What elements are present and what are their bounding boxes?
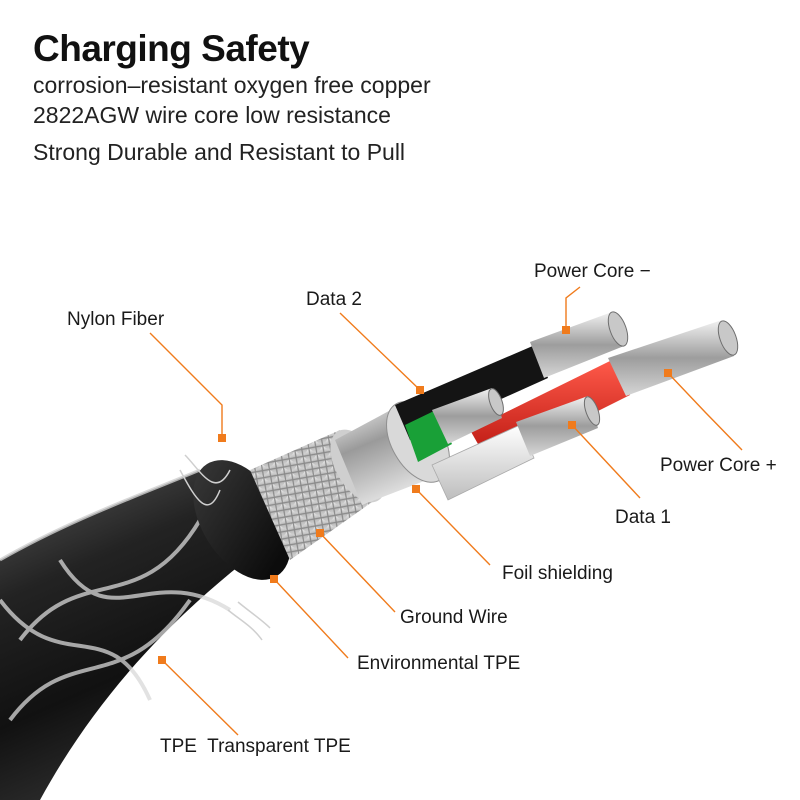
data-1-tip	[583, 396, 601, 426]
leader-tpe-transparent	[161, 659, 239, 736]
marker-power-core-plus	[664, 369, 672, 377]
marker-data-2	[416, 386, 424, 394]
marker-ground-wire	[316, 529, 324, 537]
leader-data-2	[339, 312, 421, 391]
marker-environmental-tpe	[270, 575, 278, 583]
label-data-2: Data 2	[306, 289, 362, 310]
subtitle-line-2: 2822AGW wire core low resistance	[33, 102, 391, 128]
data-2-conductor	[432, 388, 502, 444]
power-core-minus-tip	[607, 311, 629, 347]
power-core-minus-conductor	[530, 312, 624, 378]
label-foil-shielding: Foil shielding	[502, 563, 613, 584]
subtitle-line-1: corrosion–resistant oxygen free copper	[33, 72, 431, 98]
leader-ground-wire	[319, 532, 396, 613]
outer-jacket-edge	[0, 468, 201, 562]
label-ground-wire: Ground Wire	[400, 607, 508, 628]
label-power-core-plus: Power Core +	[660, 455, 777, 476]
page-title: Charging Safety	[33, 28, 310, 69]
leader-lines	[149, 286, 743, 736]
label-tpe-transparent: TPE Transparent TPE	[160, 736, 351, 757]
data-1-conductor	[516, 396, 598, 456]
label-power-core-minus: Power Core −	[534, 261, 651, 282]
marker-nylon-fiber	[218, 434, 226, 442]
data-2-tip	[488, 388, 504, 416]
power-core-plus-conductor	[608, 320, 734, 396]
leader-nylon-fiber	[149, 332, 223, 438]
leader-power-core-plus	[667, 372, 743, 451]
leader-environmental-tpe	[273, 578, 349, 659]
nylon-fiber-strands	[179, 454, 271, 641]
leader-data-1	[571, 424, 641, 499]
data-1-insulation	[431, 424, 535, 501]
transparent-tpe-pattern	[0, 518, 232, 722]
subtitle-line-3: Strong Durable and Resistant to Pull	[33, 139, 406, 165]
power-core-plus-tip	[717, 320, 739, 356]
label-environmental-tpe: Environmental TPE	[357, 653, 520, 674]
marker-power-core-minus	[562, 326, 570, 334]
marker-foil-shielding	[412, 485, 420, 493]
leader-foil-shielding	[415, 488, 491, 566]
marker-data-1	[568, 421, 576, 429]
leader-power-core-minus	[565, 286, 581, 330]
outer-jacket	[0, 470, 262, 800]
label-data-1: Data 1	[615, 507, 671, 528]
label-nylon-fiber: Nylon Fiber	[67, 309, 165, 330]
marker-tpe-transparent	[158, 656, 166, 664]
